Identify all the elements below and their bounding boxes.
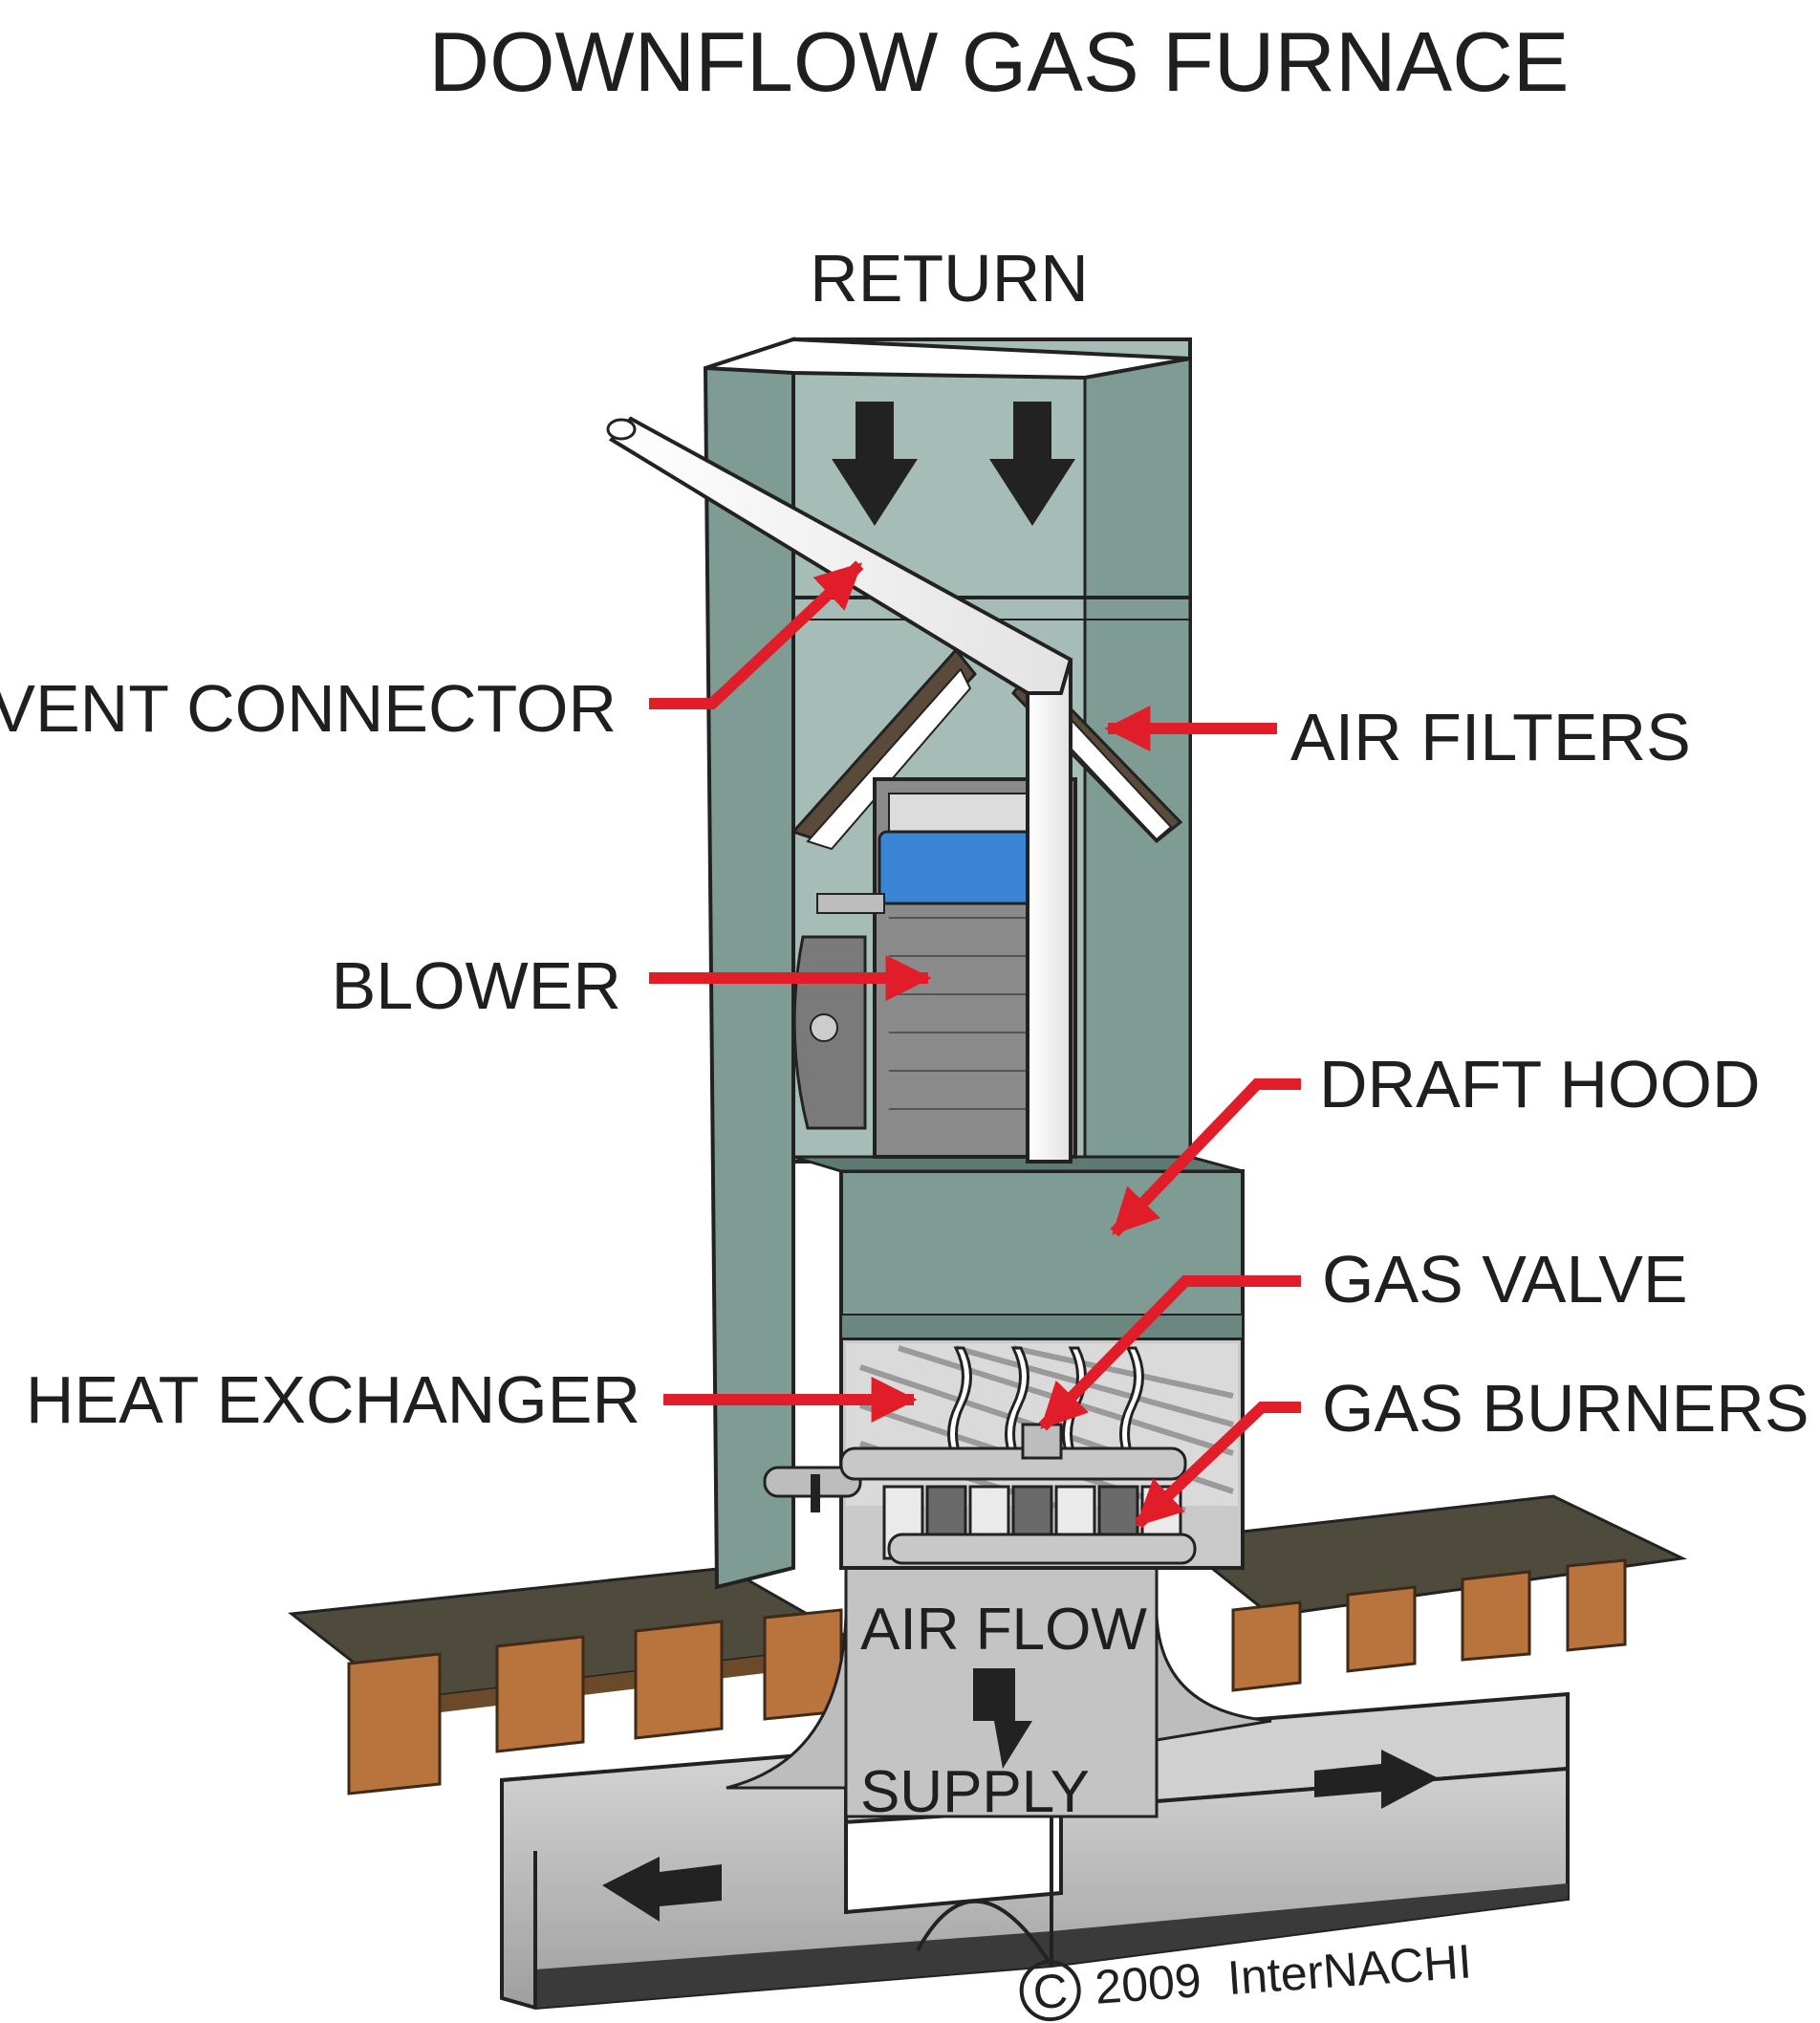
label-draft-hood: DRAFT HOOD xyxy=(1319,1047,1761,1121)
label-gas-valve: GAS VALVE xyxy=(1322,1242,1688,1316)
gas-burners xyxy=(882,1485,1197,1565)
return-arrow-left xyxy=(832,402,918,526)
return-arrow-right xyxy=(989,402,1075,526)
floor-right xyxy=(1172,1494,1688,1692)
label-blower: BLOWER xyxy=(332,948,621,1023)
gas-valve-arrow xyxy=(1038,1275,1301,1431)
supply-left-arrow xyxy=(602,1857,722,1922)
blower-motor xyxy=(878,830,1044,905)
gas-manifold xyxy=(763,1423,1187,1512)
joists-right xyxy=(1231,1558,1627,1692)
copyright-symbol xyxy=(1019,1960,1081,2022)
gas-valve xyxy=(1021,1423,1063,1460)
label-air-flow: AIR FLOW xyxy=(860,1597,1147,1663)
joists-left xyxy=(347,1608,843,1795)
page-title: DOWNFLOW GAS FURNACE xyxy=(429,14,1570,109)
vent-connector-arrow xyxy=(649,560,864,709)
floor-left xyxy=(288,1566,865,1795)
label-heat-exchanger: HEAT EXCHANGER xyxy=(26,1362,640,1437)
copyright-symbol-letter: C xyxy=(1031,1964,1070,2019)
gas-burners-arrow xyxy=(1134,1402,1301,1529)
label-supply: SUPPLY xyxy=(860,1759,1090,1825)
label-air-filters: AIR FILTERS xyxy=(1290,700,1691,774)
leader-arrows xyxy=(649,560,1301,1529)
label-gas-burners: GAS BURNERS xyxy=(1322,1371,1809,1446)
air-flow-down-arrow xyxy=(973,1668,1032,1769)
supply-right-arrow xyxy=(1314,1750,1439,1809)
draft-hood-arrow xyxy=(1110,1078,1301,1237)
label-return: RETURN xyxy=(810,241,1089,315)
vent-connector-pipe xyxy=(606,416,1073,1164)
label-vent-connector: VENT CONNECTOR xyxy=(0,671,617,746)
